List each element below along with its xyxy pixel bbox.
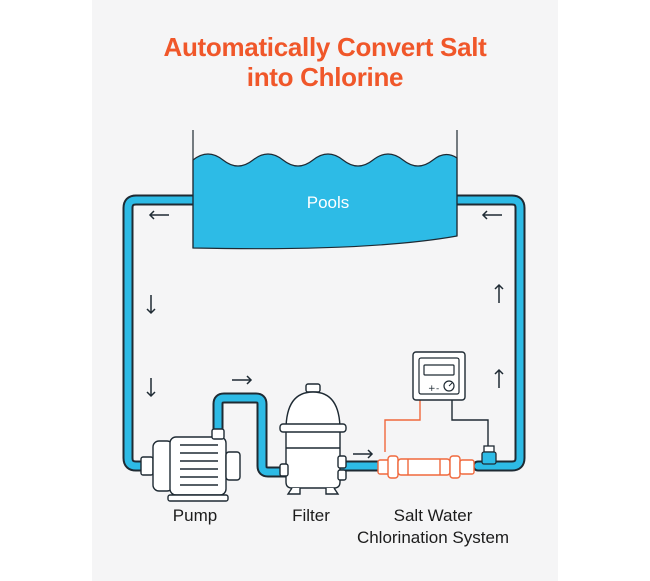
flow-sensor-icon <box>481 445 497 465</box>
pump-label: Pump <box>172 506 218 525</box>
pool: Pools <box>192 130 458 250</box>
arrow-up-icon <box>494 283 504 303</box>
filter-icon <box>279 383 347 495</box>
arrow-right-icon <box>353 449 374 459</box>
controller-wires <box>384 398 489 452</box>
svg-text:-: - <box>436 384 439 394</box>
filter-label: Filter <box>292 506 330 525</box>
arrow-left-icon <box>481 210 502 220</box>
page-title: Automatically Convert Salt into Chlorine <box>92 32 558 92</box>
title-line-2: into Chlorine <box>246 62 404 92</box>
arrow-up-icon <box>494 368 504 388</box>
chlorinator-label-line-1: Salt Water <box>393 506 473 525</box>
chlorinator-cell-icon <box>377 455 475 479</box>
arrow-down-icon <box>146 295 156 315</box>
chlorinator-label: Salt Water Chlorination System <box>338 505 528 549</box>
chlorinator-label-line-2: Chlorination System <box>356 528 510 547</box>
arrow-down-icon <box>146 378 156 398</box>
control-panel-icon: + - <box>412 351 466 401</box>
flow-arrows <box>146 210 504 459</box>
title-line-1: Automatically Convert Salt <box>163 32 487 62</box>
svg-text:+: + <box>428 384 436 394</box>
arrow-left-icon <box>148 210 169 220</box>
pool-label: Pools <box>307 193 350 212</box>
circulation-pipe <box>122 194 526 478</box>
arrow-right-icon <box>232 375 253 385</box>
pump-icon <box>140 428 241 502</box>
